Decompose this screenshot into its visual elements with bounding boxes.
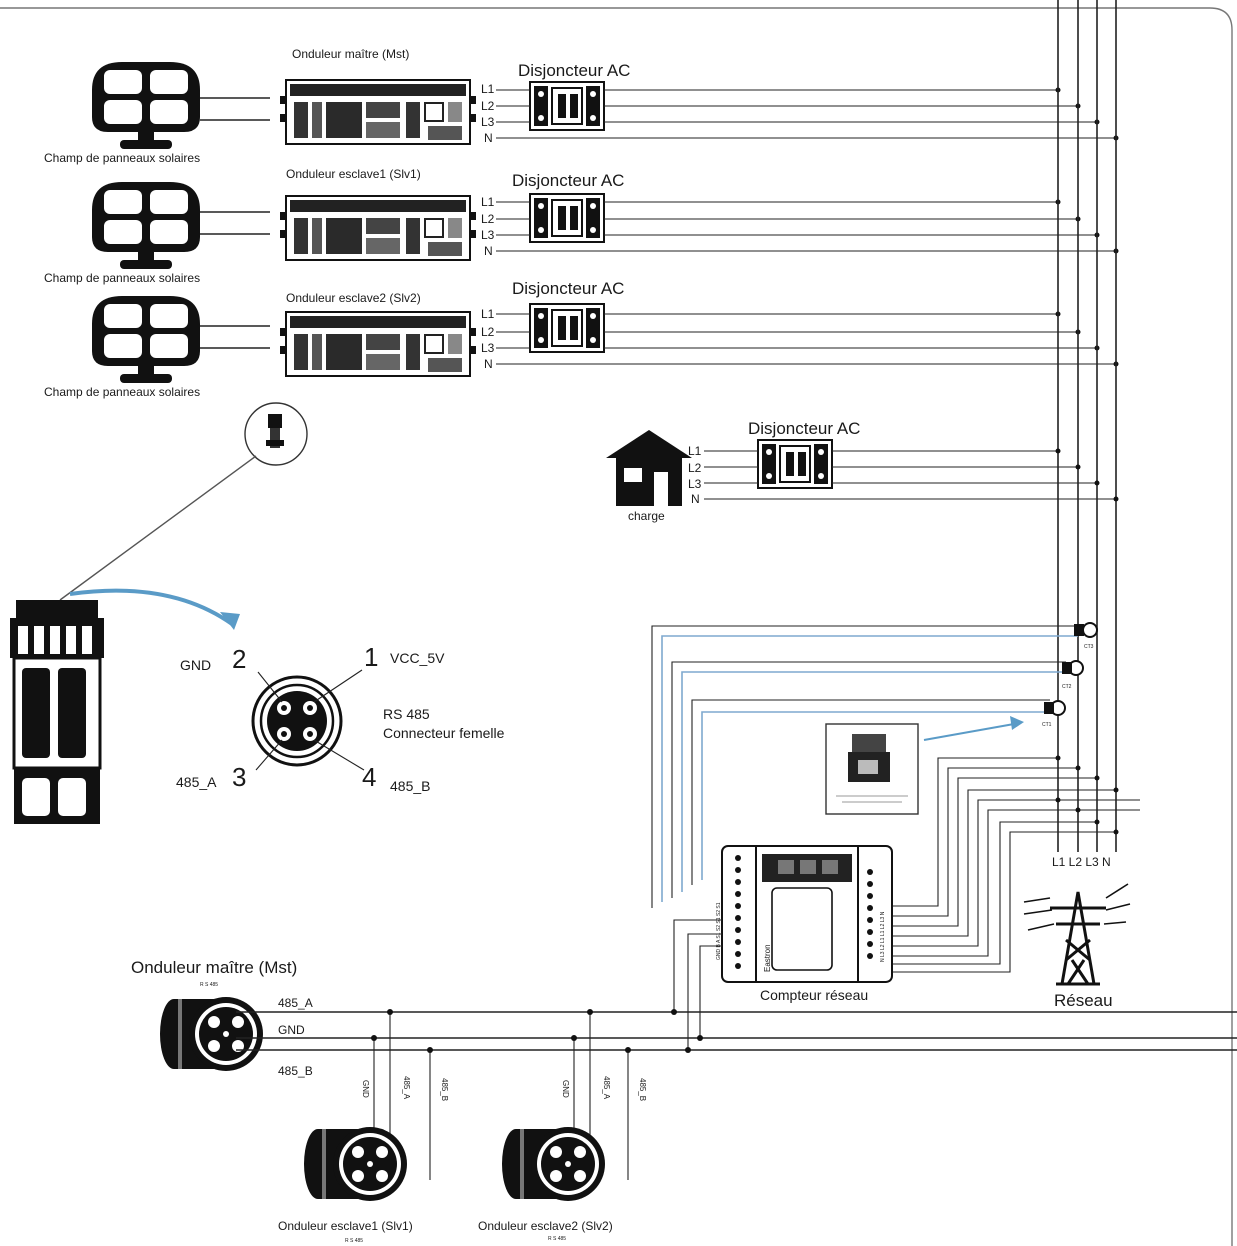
panel-label: Champ de panneaux solaires — [44, 385, 200, 399]
grid-meter: Eastron GND B A S1 S2 S1 S2 S1 N L3 L2 L… — [716, 845, 893, 1003]
wire-label: 485_A — [402, 1076, 411, 1100]
pylon-icon — [1050, 891, 1106, 986]
inverter-row-slave1: Champ de panneaux solaires Onduleur escl… — [44, 167, 1119, 285]
phase-label: N — [484, 244, 493, 258]
phase-label: N — [484, 131, 493, 145]
ct-wiring: CT3 CT2 CT1 — [651, 622, 1098, 908]
phase-label: L3 — [688, 477, 702, 491]
ct-label: CT3 — [1084, 644, 1094, 650]
panel-label: Champ de panneaux solaires — [44, 271, 200, 285]
phase-label: L2 — [481, 99, 495, 113]
connector-title: Connecteur femelle — [383, 725, 505, 741]
phase-label: L1 — [481, 195, 495, 209]
rs485-connector-icon — [502, 1127, 605, 1201]
ct-sensor-icon — [1074, 622, 1098, 638]
frame-border — [0, 7, 1233, 1246]
grid-phase-labels: L1 L2 L3 N — [1052, 855, 1111, 869]
pin-number: 2 — [232, 644, 246, 674]
pin-label: 485_A — [176, 774, 217, 790]
wire-label: GND — [561, 1080, 570, 1098]
slave1-title: Onduleur esclave1 (Slv1) — [278, 1219, 413, 1233]
rs485-bus: Onduleur maître (Mst) R S 485 485_A GND … — [131, 919, 1237, 1244]
connector-zoom: 2 1 3 4 GND VCC_5V 485_A 485_B RS 485 Co… — [10, 402, 505, 824]
pin-label: 485_B — [390, 778, 430, 794]
breaker-icon — [529, 81, 605, 131]
slave2-sub: R S 485 — [548, 1236, 566, 1242]
wire-label: 485_B — [638, 1078, 647, 1101]
master-sub: R S 485 — [200, 982, 218, 988]
slave1-sub: R S 485 — [345, 1238, 363, 1244]
ct-label: CT2 — [1062, 684, 1072, 690]
plug-icon — [10, 600, 104, 824]
breaker-label: Disjoncteur AC — [518, 61, 630, 80]
breaker-label: Disjoncteur AC — [512, 279, 624, 298]
panel-label: Champ de panneaux solaires — [44, 151, 200, 165]
breaker-icon — [529, 303, 605, 353]
house-icon — [606, 430, 692, 506]
inverter-title: Onduleur esclave1 (Slv1) — [286, 167, 421, 181]
meter-grid-wiring — [886, 755, 1140, 973]
pin-number: 4 — [362, 762, 376, 792]
phase-label: L3 — [481, 341, 495, 355]
connector-title: RS 485 — [383, 706, 430, 722]
phase-label: L3 — [481, 115, 495, 129]
phase-label: L1 — [481, 307, 495, 321]
wire-label: 485_B — [440, 1078, 449, 1101]
grid-bus-lines — [1057, 0, 1117, 852]
breaker-icon — [529, 193, 605, 243]
meter-label: Compteur réseau — [760, 987, 868, 1003]
rs485-connector-icon — [160, 997, 263, 1071]
inverter-icon — [279, 79, 477, 145]
meter-terminal-labels: GND B A S1 S2 S1 S2 S1 — [716, 902, 722, 960]
phase-label: N — [484, 357, 493, 371]
wire-label: GND — [361, 1080, 370, 1098]
phase-label: L1 — [481, 82, 495, 96]
breaker-label: Disjoncteur AC — [512, 171, 624, 190]
pin-number: 1 — [364, 642, 378, 672]
ct-photo — [825, 716, 1024, 815]
inverter-title: Onduleur maître (Mst) — [292, 47, 409, 61]
phase-label: L2 — [481, 325, 495, 339]
female-connector-face — [251, 675, 343, 767]
wire-label: 485_A — [602, 1076, 611, 1100]
phase-label: L2 — [688, 461, 702, 475]
bus-line-label: 485_B — [278, 1064, 313, 1078]
inverter-row-master: Champ de panneaux solaires Onduleur maît… — [44, 47, 1119, 165]
solar-panel-icon — [92, 62, 200, 149]
inverter-icon — [279, 195, 477, 261]
ct-sensor-icon — [1062, 660, 1084, 676]
meter-brand: Eastron — [763, 944, 772, 972]
bus-line-label: GND — [278, 1023, 305, 1037]
inverter-title: Onduleur esclave2 (Slv2) — [286, 291, 421, 305]
pin-label: VCC_5V — [390, 650, 445, 666]
phase-label: L2 — [481, 212, 495, 226]
master-title: Onduleur maître (Mst) — [131, 958, 297, 977]
ct-label: CT1 — [1042, 722, 1052, 728]
rs485-connector-icon — [304, 1127, 407, 1201]
bus-line-label: 485_A — [278, 996, 313, 1010]
phase-label: L1 — [688, 444, 702, 458]
solar-panel-icon — [92, 296, 200, 383]
pin-label: GND — [180, 657, 211, 673]
breaker-icon — [757, 439, 833, 489]
breaker-label: Disjoncteur AC — [748, 419, 860, 438]
inverter-row-slave2: Champ de panneaux solaires Onduleur escl… — [44, 279, 1119, 399]
phase-label: N — [691, 492, 700, 506]
inverter-icon — [279, 311, 477, 377]
pin-number: 3 — [232, 762, 246, 792]
grid-section: L1 L2 L3 N Réseau — [1023, 855, 1131, 1010]
grid-label: Réseau — [1054, 991, 1113, 1010]
ct-sensor-icon — [1044, 700, 1066, 716]
phase-label: L3 — [481, 228, 495, 242]
slave2-title: Onduleur esclave2 (Slv2) — [478, 1219, 613, 1233]
load-section: charge Disjoncteur AC L1 L2 L3 N — [606, 419, 1119, 523]
meter-terminal-labels: N L3 L2 L1 L1 L2 L3 N — [880, 911, 886, 962]
load-label: charge — [628, 509, 665, 523]
solar-panel-icon — [92, 182, 200, 269]
